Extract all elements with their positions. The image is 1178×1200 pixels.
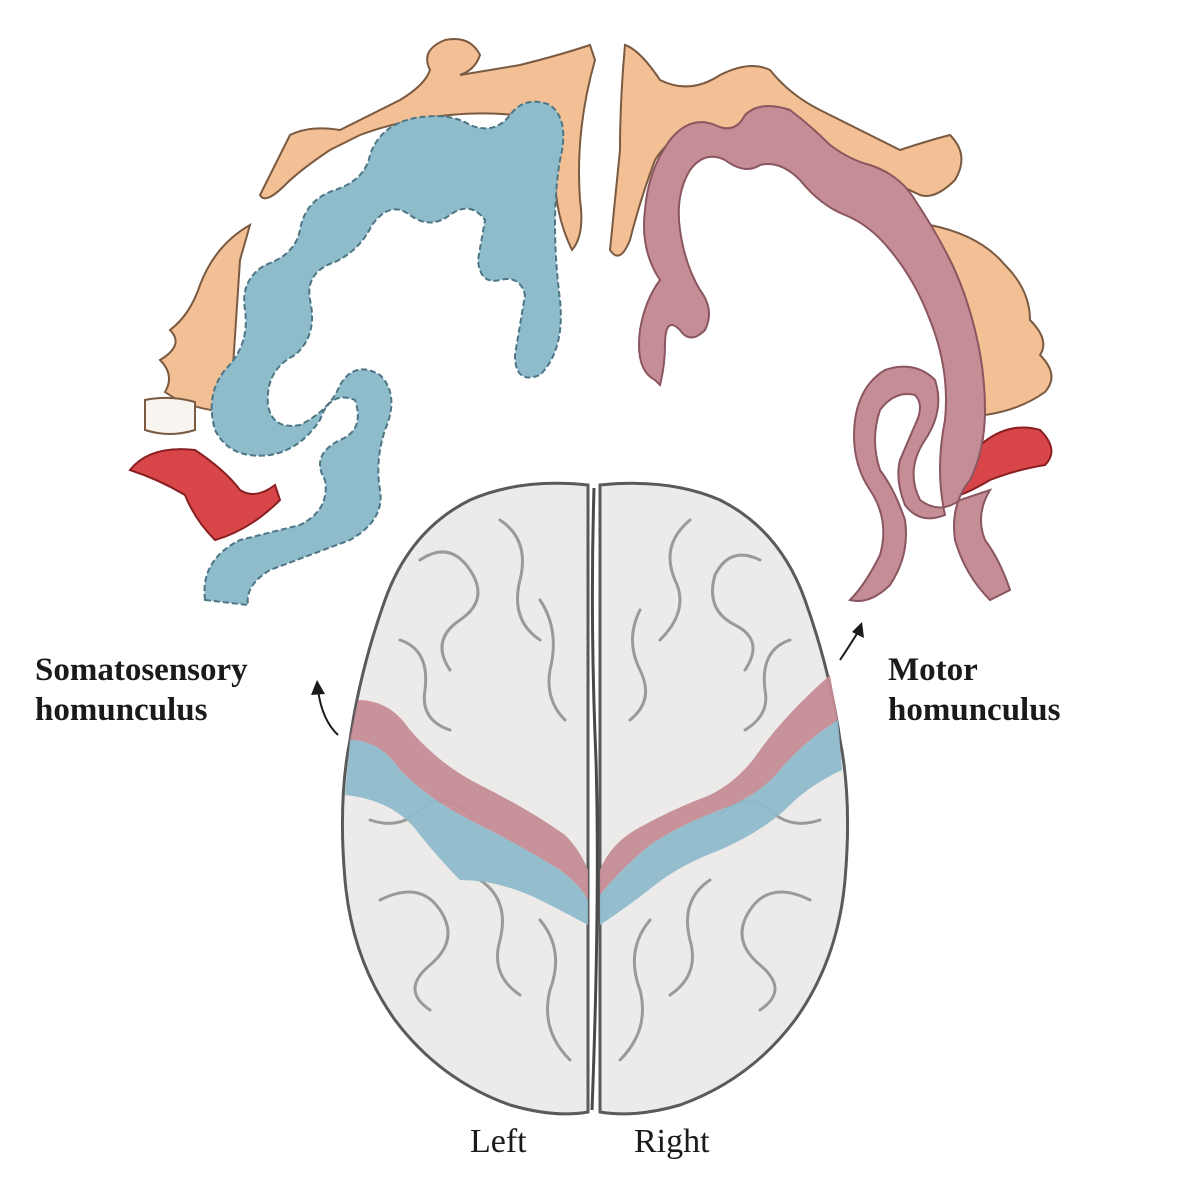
somatosensory-cortex-strip xyxy=(203,100,565,607)
motor-cortex-strip xyxy=(638,105,1012,602)
motor-body-figure xyxy=(608,43,963,257)
motor-homunculus-label: Motor homunculus xyxy=(888,650,1148,730)
somatosensory-label-line1: Somatosensory xyxy=(35,652,248,688)
motor-label-line1: Motor xyxy=(888,652,978,688)
left-somatosensory-band xyxy=(345,740,588,925)
somatosensory-tongue xyxy=(128,448,282,542)
right-motor-band xyxy=(600,675,838,895)
somatosensory-homunculus xyxy=(128,38,597,607)
brain-top-view xyxy=(340,481,850,1116)
longitudinal-fissure xyxy=(590,487,599,1111)
left-motor-band xyxy=(350,700,588,900)
right-hemisphere-label: Right xyxy=(634,1123,710,1160)
somatosensory-homunculus-label: Somatosensory homunculus xyxy=(35,650,335,730)
somatosensory-label-line2: homunculus xyxy=(35,692,208,728)
curved-arrow-up-left-icon xyxy=(311,680,339,736)
motor-homunculus xyxy=(608,43,1053,602)
motor-label-line2: homunculus xyxy=(888,692,1061,728)
somatosensory-body-figure xyxy=(258,38,597,252)
motor-face xyxy=(928,223,1053,417)
somatosensory-teeth xyxy=(144,396,196,435)
right-somatosensory-band xyxy=(600,720,842,925)
left-hemisphere-label: Left xyxy=(470,1123,527,1160)
curved-arrow-up-right-icon xyxy=(839,622,864,661)
